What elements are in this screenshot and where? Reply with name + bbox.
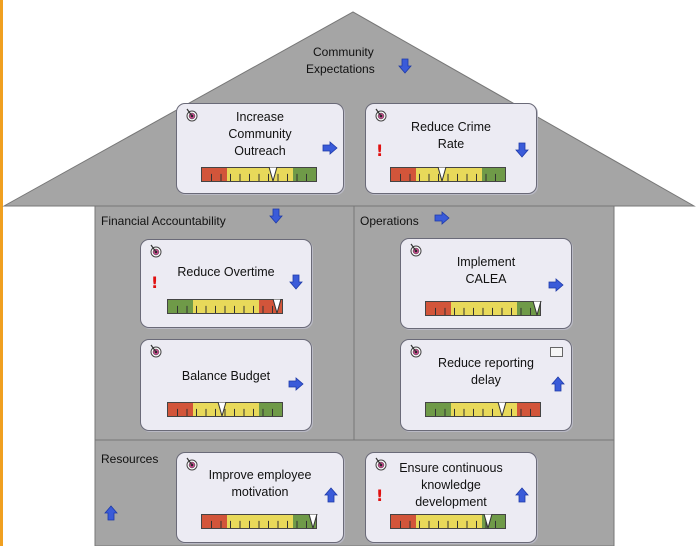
up-arrow-icon[interactable]	[550, 376, 566, 392]
mail-icon[interactable]	[550, 347, 563, 357]
kpi-card-reduce-reporting-delay[interactable]: Reduce reporting delay	[400, 339, 572, 431]
right-arrow-icon[interactable]	[288, 376, 304, 392]
financial-label: Financial Accountability	[101, 214, 226, 228]
gauge-needle	[497, 402, 507, 417]
gauge-needle	[308, 514, 318, 529]
kpi-card-implement-calea[interactable]: Implement CALEA	[400, 238, 572, 329]
kpi-title: Reduce reporting delay	[401, 355, 571, 389]
roof-label: Community Expectations	[306, 44, 375, 78]
down-arrow-icon[interactable]	[268, 208, 284, 224]
down-arrow-icon[interactable]	[397, 58, 413, 74]
kpi-title-line1: Ensure continuous	[399, 461, 503, 475]
gauge-segment-yellow	[416, 168, 483, 181]
gauge-segment-yellow	[227, 168, 294, 181]
gauge-needle	[272, 299, 282, 314]
kpi-title: Reduce Crime Rate	[366, 119, 536, 153]
kpi-card-ensure-knowledge[interactable]: Ensure continuous knowledge development …	[365, 452, 537, 543]
performance-gauge	[167, 402, 283, 417]
operations-label: Operations	[360, 214, 419, 228]
kpi-title: Ensure continuous knowledge development	[366, 460, 536, 511]
gauge-segment-yellow	[193, 300, 260, 313]
alert-icon: !	[376, 141, 384, 160]
gauge-ticks	[211, 520, 307, 528]
kpi-card-reduce-overtime[interactable]: Reduce Overtime !	[140, 239, 312, 328]
gauge-needle	[268, 167, 278, 182]
gauge-ticks	[435, 307, 531, 315]
gauge-needle	[483, 514, 493, 529]
target-icon	[375, 457, 387, 471]
down-arrow-icon[interactable]	[288, 274, 304, 290]
gauge-needle	[437, 167, 447, 182]
kpi-title-line2: knowledge	[421, 478, 481, 492]
kpi-title: Increase Community Outreach	[177, 109, 343, 160]
performance-gauge	[425, 301, 542, 316]
gauge-ticks	[400, 173, 496, 181]
gauge-segment-green	[482, 168, 505, 181]
target-icon	[150, 244, 162, 258]
kpi-title: Reduce Overtime	[141, 264, 311, 281]
kpi-card-balance-budget[interactable]: Balance Budget	[140, 339, 312, 431]
gauge-needle	[217, 402, 227, 417]
kpi-card-increase-outreach[interactable]: Increase Community Outreach	[176, 103, 344, 194]
performance-gauge	[390, 167, 506, 182]
resources-label: Resources	[101, 452, 159, 466]
window-edge	[0, 0, 3, 546]
performance-gauge	[390, 514, 506, 529]
right-arrow-icon[interactable]	[548, 277, 564, 293]
gauge-needle	[532, 301, 542, 316]
kpi-title-line1: Reduce Crime	[411, 120, 491, 134]
kpi-title-line1: Improve employee	[208, 468, 312, 482]
kpi-title-line2: Community	[228, 127, 292, 141]
gauge-segment-green	[293, 168, 316, 181]
kpi-card-improve-motivation[interactable]: Improve employee motivation	[176, 452, 344, 543]
kpi-title-line3: Outreach	[234, 144, 286, 158]
kpi-title-line1: Reduce Overtime	[177, 265, 275, 279]
kpi-title-line2: CALEA	[465, 272, 507, 286]
performance-gauge	[201, 167, 317, 182]
performance-gauge	[425, 402, 541, 417]
right-arrow-icon[interactable]	[434, 210, 450, 226]
kpi-title-line2: Rate	[437, 137, 465, 151]
kpi-title-line1: Reduce reporting	[438, 356, 534, 370]
target-icon	[150, 344, 162, 358]
gauge-ticks	[177, 408, 273, 416]
target-icon	[186, 457, 198, 471]
kpi-title-line1: Increase	[236, 110, 284, 124]
gauge-ticks	[211, 173, 307, 181]
roof	[2, 11, 696, 207]
gauge-segment-yellow	[227, 515, 294, 528]
roof-label-line2: Expectations	[306, 62, 375, 76]
gauge-ticks	[177, 305, 273, 313]
kpi-title-line1: Implement	[456, 255, 516, 269]
kpi-title: Balance Budget	[141, 368, 311, 385]
gauge-segment-green	[259, 403, 282, 416]
up-arrow-icon[interactable]	[514, 487, 530, 503]
gauge-segment-yellow	[193, 403, 260, 416]
target-icon	[186, 108, 198, 122]
kpi-card-reduce-crime[interactable]: Reduce Crime Rate !	[365, 103, 537, 194]
alert-icon: !	[151, 273, 159, 292]
performance-gauge	[201, 514, 318, 529]
kpi-title: Improve employee motivation	[177, 467, 343, 501]
kpi-title-line2: motivation	[231, 485, 289, 499]
down-arrow-icon[interactable]	[514, 142, 530, 158]
up-arrow-icon[interactable]	[323, 487, 339, 503]
gauge-ticks	[435, 408, 531, 416]
up-arrow-icon[interactable]	[103, 505, 119, 521]
performance-gauge	[167, 299, 283, 314]
gauge-segment-yellow	[416, 515, 483, 528]
roof-label-line1: Community	[313, 45, 374, 59]
gauge-segment-red	[517, 403, 540, 416]
kpi-title: Implement CALEA	[401, 254, 571, 288]
kpi-title-line3: development	[415, 495, 487, 509]
alert-icon: !	[376, 486, 384, 505]
right-arrow-icon[interactable]	[322, 140, 338, 156]
kpi-title-line1: Balance Budget	[181, 369, 271, 383]
gauge-segment-yellow	[451, 302, 518, 315]
kpi-title-line2: delay	[471, 373, 501, 387]
target-icon	[375, 108, 387, 122]
target-icon	[410, 243, 422, 257]
target-icon	[410, 344, 422, 358]
